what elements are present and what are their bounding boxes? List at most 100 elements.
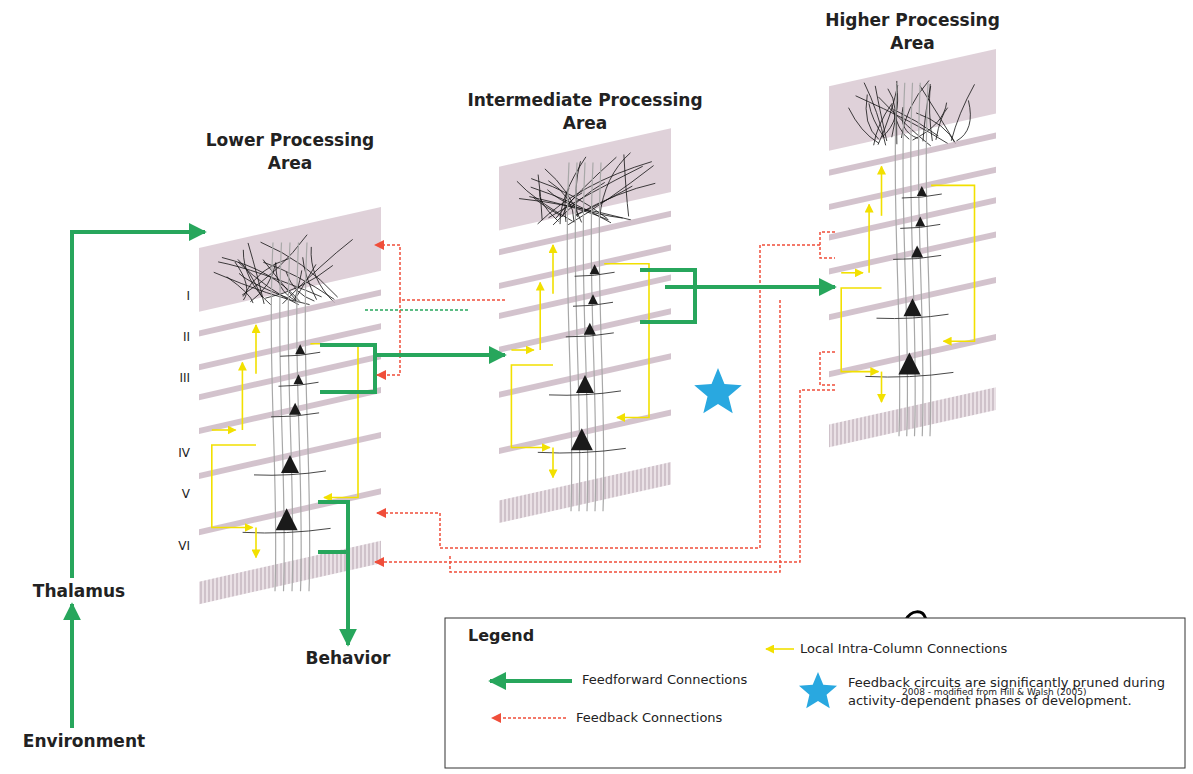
output-label: Behavior (298, 645, 398, 671)
intra-column-connection (931, 185, 974, 341)
dendrite-branch (295, 270, 302, 299)
output-bracket (318, 500, 348, 595)
pyramidal-neuron (911, 245, 923, 257)
intra-column-connection (310, 344, 358, 498)
node-text: Environment (23, 728, 145, 754)
axon (926, 83, 931, 436)
white-matter-band (829, 387, 996, 447)
feedback-bracket (820, 352, 835, 385)
dendrite-branch (913, 103, 947, 141)
node-text: Behavior (305, 645, 390, 671)
dendrite-branch (901, 80, 929, 138)
processing-area: Lower Processing Area (205, 220, 375, 595)
dendrite-branch (892, 105, 910, 139)
dendrite-branch (902, 107, 918, 138)
axon (591, 163, 596, 512)
axon (305, 243, 310, 592)
pyramidal-neuron (590, 264, 600, 274)
feedforward-bracket (640, 270, 695, 322)
source-label: Environment (8, 728, 160, 754)
intra-column-connection (552, 448, 554, 478)
intra-column-connection (539, 283, 541, 351)
area-heading: Higher Processing Area (813, 9, 1013, 55)
dendrite-branch (531, 179, 607, 219)
pyramidal-neuron (917, 186, 927, 196)
intra-column-connection (212, 429, 236, 431)
cortical-column (199, 207, 381, 604)
intra-column-connection (604, 264, 649, 418)
dendrite-branch (238, 262, 299, 305)
processing-area: Intermediate Processing Area (505, 140, 665, 515)
dendrite-plane (499, 128, 671, 230)
pyramidal-neuron (294, 374, 304, 384)
area-heading: Intermediate Processing Area (455, 89, 715, 135)
cortical-column (829, 49, 996, 447)
legend-sample (799, 672, 837, 708)
pyramidal-neuron (281, 455, 299, 473)
layer-band (499, 275, 671, 319)
legend-sample (766, 649, 794, 650)
legend-title: Legend (468, 626, 558, 645)
pyramidal-neuron (276, 508, 298, 530)
legend-text: Feedback circuits are significantly prun… (848, 674, 1178, 709)
feedback-connection (450, 300, 780, 572)
dendrite-branch (864, 83, 886, 146)
intra-column-connection (242, 363, 244, 431)
layer-band (829, 277, 996, 320)
pyramidal-neuron (289, 403, 301, 415)
dendrite-branch (517, 181, 573, 221)
dendrite-branch (529, 197, 608, 220)
area-heading: Lower Processing Area (190, 129, 390, 175)
layer-band (829, 133, 996, 176)
layer-numeral: VI (168, 539, 190, 553)
layer-numeral: I (168, 289, 190, 303)
dendrite-branch (538, 162, 652, 224)
feedback-connection (375, 390, 835, 562)
dendrite-branch (243, 258, 290, 296)
layer-band (199, 432, 381, 479)
pyramidal-neuron (576, 375, 594, 393)
layer-band (499, 211, 671, 255)
feedback-bracket (760, 232, 835, 258)
intra-column-connection (841, 272, 863, 274)
legend-sample (492, 718, 566, 719)
layer-band (199, 290, 381, 337)
feedback-connection (375, 245, 505, 300)
feedforward-connection (665, 285, 835, 289)
pyramidal-neuron (295, 344, 305, 354)
dendrite-branch (951, 84, 974, 140)
axon (919, 83, 924, 436)
dendrite-branch (878, 97, 930, 146)
pyramidal-neuron (904, 298, 922, 316)
pyramidal-neuron (915, 216, 925, 226)
intra-column-connection (841, 288, 881, 372)
feedforward-connection (346, 595, 350, 645)
axon (911, 83, 916, 436)
feedforward-connection (70, 604, 74, 728)
dendrite-branch (600, 153, 631, 218)
axon (297, 243, 302, 592)
legend-sample (490, 681, 572, 682)
feedforward-dashed (365, 309, 470, 311)
layer-numeral: V (168, 487, 190, 501)
dendrite-branch (849, 108, 880, 144)
source-label: Thalamus (20, 578, 138, 604)
legend-box (445, 618, 1185, 768)
feedback-connection (377, 245, 760, 548)
dendrite-branch (894, 109, 939, 136)
dendrite-branch (276, 263, 297, 301)
dendrite-branch (227, 277, 253, 303)
intra-column-connection (255, 325, 257, 374)
intra-column-connection (511, 365, 553, 448)
feedforward-connection (375, 353, 505, 357)
cortical-column (499, 128, 671, 523)
layer-numeral: III (168, 371, 190, 385)
axon (599, 163, 604, 512)
layer-numeral: IV (168, 446, 190, 460)
feedforward-bracket (320, 345, 375, 392)
dendrite-plane (829, 49, 996, 151)
intra-column-connection (511, 349, 533, 351)
pruning-star (694, 368, 742, 413)
legend-text: Feedback Connections (576, 709, 796, 727)
dendrite-branch (936, 108, 948, 140)
